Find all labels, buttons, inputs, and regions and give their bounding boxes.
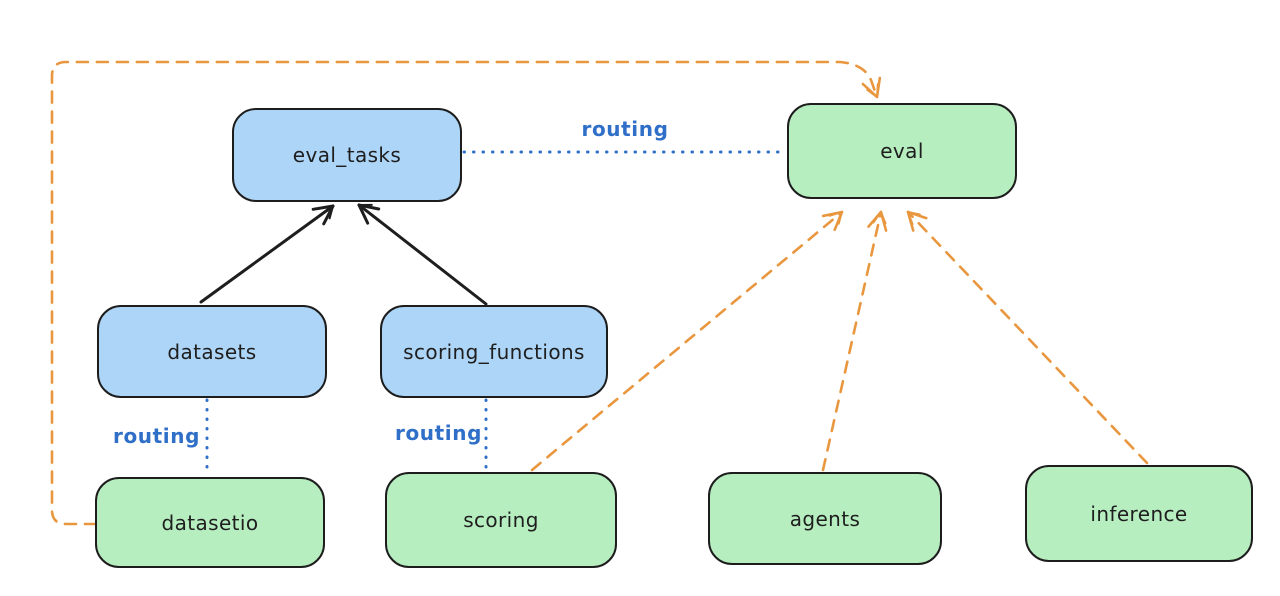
node-eval: eval (787, 103, 1017, 199)
node-agents: agents (708, 472, 942, 565)
edge-label-routing-top: routing (581, 117, 669, 141)
edge-scoring-functions-to-eval-tasks (357, 203, 488, 306)
edge-datasetio-to-eval-loop (50, 60, 882, 526)
node-eval-tasks-label: eval_tasks (292, 143, 402, 167)
node-datasetio: datasetio (95, 477, 325, 568)
node-datasets: datasets (97, 305, 327, 398)
node-scoring-functions: scoring_functions (380, 305, 608, 398)
node-datasets-label: datasets (167, 339, 257, 364)
node-scoring-functions-label: scoring_functions (403, 339, 585, 364)
edge-label-routing-datasets: routing (112, 424, 200, 448)
edge-label-routing-scoring: routing (394, 421, 482, 445)
node-agents-label: agents (789, 506, 861, 531)
node-inference: inference (1025, 465, 1253, 562)
node-eval-label: eval (880, 139, 924, 163)
edge-scoring-to-eval (530, 210, 844, 472)
node-inference-label: inference (1090, 501, 1188, 526)
node-scoring: scoring (385, 472, 617, 568)
node-eval-tasks: eval_tasks (232, 108, 462, 202)
node-datasetio-label: datasetio (161, 510, 259, 535)
edge-agents-to-eval (821, 210, 888, 472)
edge-datasets-to-eval-tasks (199, 204, 335, 304)
edge-inference-to-eval (906, 210, 1149, 465)
node-scoring-label: scoring (463, 508, 539, 532)
